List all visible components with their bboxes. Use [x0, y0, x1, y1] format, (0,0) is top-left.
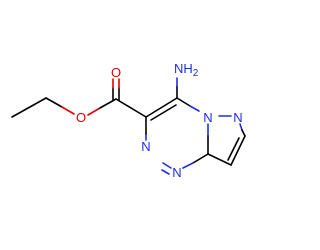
- bond-ch2-o: [45, 97, 63, 108]
- bond-c3-c4: [145, 97, 178, 118]
- bond-c7-c8-inner: [227, 137, 240, 161]
- atom-amino-nitrogen: NH2: [174, 61, 199, 79]
- atom-bridgehead-nitrogen: N: [203, 110, 212, 125]
- structure-svg: O O NH2 N N N N: [11, 61, 246, 180]
- bond-n1-n2-a: [162, 162, 172, 169]
- bond-n6-c7-blue: [239, 123, 243, 131]
- bond-c4-n5-blue: [189, 105, 200, 112]
- bond-c8a-n1: [192, 153, 209, 164]
- bond-c3-c4-inner: [150, 104, 177, 121]
- atom-ester-oxygen: O: [76, 110, 86, 125]
- amino-label-main: NH: [174, 61, 193, 76]
- amino-label-subscript: 2: [193, 68, 199, 79]
- bond-carbonyl-ring: [115, 98, 147, 118]
- bond-o-carbonyl-red: [87, 107, 101, 116]
- bond-c8-c8a: [207, 153, 232, 166]
- bond-n6-c7: [241, 129, 246, 137]
- molecule-structure-diagram: O O NH2 N N N N: [11, 61, 246, 180]
- bond-c8a-n1-blue: [182, 162, 194, 169]
- atom-pyrazole-nitrogen: N: [233, 110, 242, 125]
- bond-o-ch2-red: [61, 106, 75, 115]
- bond-n1-n2-b: [161, 169, 170, 175]
- atom-carbonyl-oxygen: O: [111, 65, 121, 80]
- bond-ch3-ch2: [11, 97, 47, 118]
- bond-c4-n5: [176, 97, 191, 107]
- atom-triazine-nitrogen-left: N: [141, 139, 150, 154]
- bond-c7-c8: [230, 135, 246, 166]
- atom-triazine-nitrogen-bottom: N: [172, 165, 181, 180]
